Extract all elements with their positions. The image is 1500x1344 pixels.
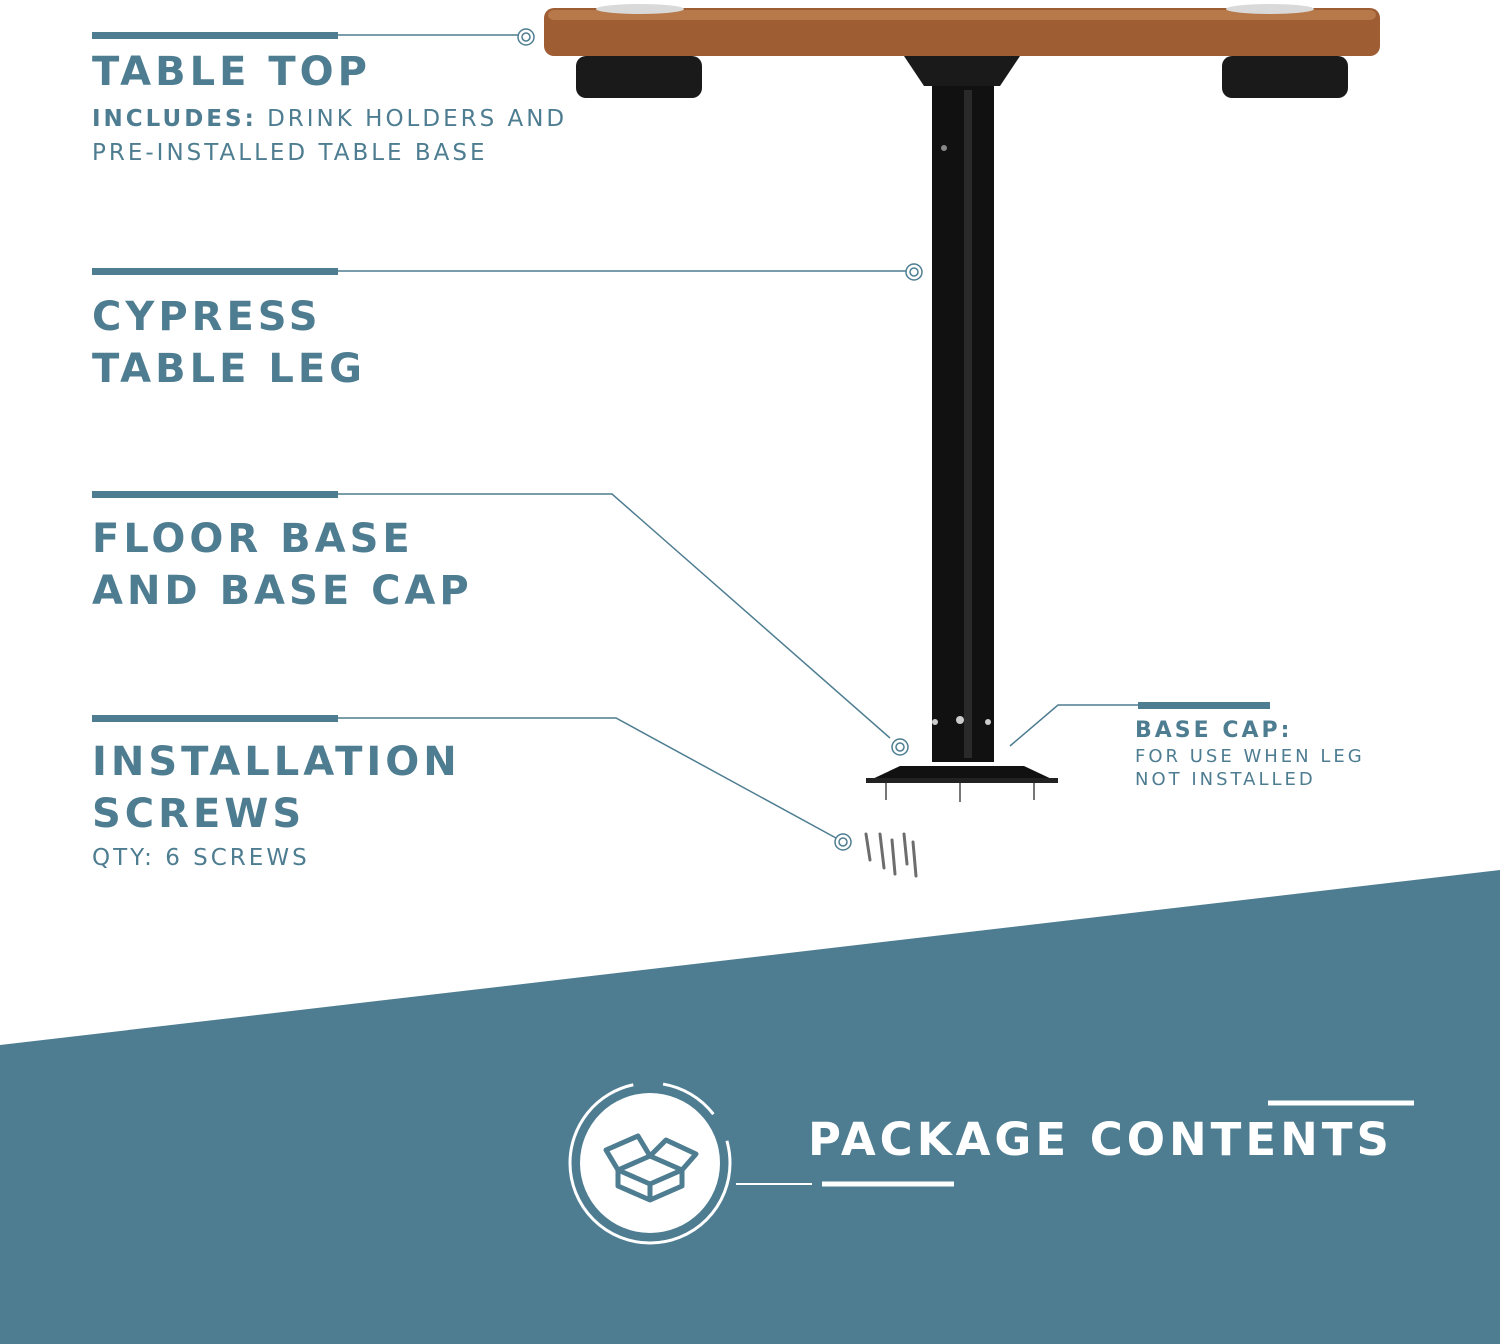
screws-label-bar xyxy=(92,715,338,722)
base-cap-line2: NOT INSTALLED xyxy=(1135,769,1316,790)
base-cap-line1: FOR USE WHEN LEG xyxy=(1135,746,1365,767)
table-top-image xyxy=(544,4,1380,98)
floor-base-label-bar xyxy=(92,491,338,498)
screws-heading-line2: SCREWS xyxy=(92,791,306,837)
table-top-heading: TABLE TOP xyxy=(92,49,371,95)
table-top-includes-line2: PRE-INSTALLED TABLE BASE xyxy=(92,140,488,166)
includes-label: INCLUDES: xyxy=(92,106,257,132)
floor-base-heading-line1: FLOOR BASE xyxy=(92,516,414,562)
table-top-label-bar xyxy=(92,32,338,39)
screws-heading-line1: INSTALLATION xyxy=(92,739,461,785)
package-contents-title: PACKAGE CONTENTS xyxy=(808,1113,1393,1166)
base-cap-label-bar xyxy=(1138,702,1270,709)
marker-rings xyxy=(517,28,923,851)
includes-line1: DRINK HOLDERS AND xyxy=(256,106,568,132)
package-icon-badge xyxy=(568,1081,1414,1245)
screws-image xyxy=(864,832,918,878)
table-leg-heading-line2: TABLE LEG xyxy=(92,346,367,392)
table-top-includes: INCLUDES: DRINK HOLDERS AND xyxy=(92,102,567,136)
base-cap-heading: BASE CAP: xyxy=(1135,718,1293,743)
floor-base-heading-line2: AND BASE CAP xyxy=(92,568,473,614)
leader-lines xyxy=(338,34,1138,839)
table-leg-image xyxy=(932,86,994,762)
table-leg-heading-line1: CYPRESS xyxy=(92,294,322,340)
screws-qty: QTY: 6 SCREWS xyxy=(92,845,310,871)
table-leg-label-bar xyxy=(92,268,338,275)
floor-base-image xyxy=(866,766,1058,802)
open-box-icon xyxy=(603,1133,699,1203)
